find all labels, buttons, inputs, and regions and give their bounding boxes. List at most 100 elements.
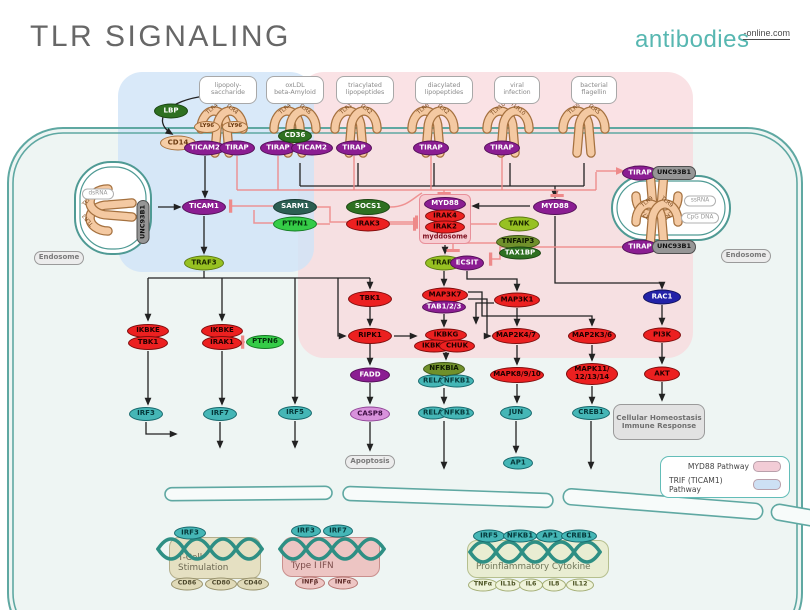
node-nfkbia: NFKBIA [423, 362, 465, 376]
node-fadd: FADD [350, 367, 390, 383]
node-ssrna: ssRNA [684, 195, 716, 207]
node-ripk1: RIPK1 [348, 328, 392, 344]
box-proinflammatory-cytokine: Proinflammatory Cytokine [467, 540, 609, 578]
node-tank: TANK [499, 216, 539, 232]
node-cd80: CD80 [205, 577, 237, 591]
node-mapk8-9-10: MAPK8/9/10 [490, 367, 544, 383]
node-casp8: CASP8 [350, 406, 390, 422]
node-irf3: IRF3 [129, 407, 163, 421]
node-tax1bp: TAX1BP [499, 246, 541, 260]
node-ap1: AP1 [503, 456, 533, 470]
legend-swatch-myd88 [753, 460, 781, 472]
ligand-lipopolysaccharide: lipopoly- saccharide [199, 76, 257, 104]
node-dsrna: dsRNA [82, 188, 114, 200]
node-irf5-nucleus: IRF5 [473, 529, 505, 543]
node-sarm1: SARM1 [273, 199, 317, 215]
label-endosome-right: Endosome [721, 249, 771, 263]
pathway-legend: MYD88 Pathway TRIF (TICAM1) Pathway [660, 456, 790, 498]
node-tirap-4: TIRAP [413, 140, 449, 156]
node-ap1-nucleus: AP1 [536, 529, 564, 543]
page-title: TLR SIGNALING [30, 20, 291, 53]
node-unc93b1-left: UNC93B1 [136, 200, 150, 244]
node-jun: JUN [500, 406, 532, 420]
label-myddosome: myddosome [422, 232, 468, 241]
node-irf7-ifn: IRF7 [323, 524, 353, 538]
node-tnfa: TNFα [468, 578, 498, 592]
node-cpg-dna: CpG DNA [681, 212, 719, 224]
ligand-bacterial-flagellin: bacterial flagellin [571, 76, 617, 104]
legend-row-myd88: MYD88 Pathway [669, 460, 781, 472]
node-cd86: CD86 [171, 577, 203, 591]
node-tbk1-2: TBK1 [348, 291, 392, 307]
signal-connectors [148, 163, 585, 279]
brand-logo-suffix: -online.com [743, 28, 790, 40]
node-tab123: TAB1/2/3 [422, 300, 466, 314]
node-pi3k: PI3K [643, 327, 681, 343]
node-ptpn1: PTPN1 [273, 216, 317, 232]
node-tbk1-1: TBK1 [128, 336, 168, 350]
label-endosome-left: Endosome [34, 251, 84, 265]
box-cellular-homeostasis: Cellular Homeostasis Immune Response [613, 404, 705, 440]
node-rac1: RAC1 [643, 289, 681, 305]
brand-logo: antibodies -online.com [635, 26, 790, 54]
box-type-i-ifn: Type I IFN [282, 537, 380, 577]
node-infa: INFα [328, 576, 358, 590]
node-unc93b1-endosome-bottom: UNC93B1 [652, 240, 696, 254]
node-irf5: IRF5 [278, 406, 312, 420]
node-il1b: IL1b [495, 578, 521, 592]
node-mapk11-12-13-14: MAPK11/ 12/13/14 [566, 363, 618, 385]
node-creb1: CREB1 [572, 406, 610, 420]
node-ticam2-2: TICAM2 [291, 140, 333, 156]
ligand-triacylated-lipopeptides: triacylated lipopeptides [336, 76, 394, 104]
node-ticam1: TICAM1 [182, 199, 226, 215]
node-tirap-1: TIRAP [219, 140, 255, 156]
node-cd36: CD36 [278, 129, 312, 143]
node-il6: IL6 [519, 578, 543, 592]
node-irak2: IRAK2 [425, 220, 465, 234]
node-map3k1: MAP3K1 [494, 292, 540, 308]
node-nfkb1-1: NFKB1 [440, 374, 474, 388]
ligand-viral-infection: viral infection [494, 76, 540, 104]
node-tirap-3: TIRAP [336, 140, 372, 156]
node-unc93b1-endosome-top: UNC93B1 [652, 166, 696, 180]
node-irf7: IRF7 [203, 407, 237, 421]
node-map2k4-7: MAP2K4/7 [492, 328, 540, 344]
legend-row-trif: TRIF (TICAM1) Pathway [669, 476, 781, 494]
node-myd88: MYD88 [533, 199, 577, 215]
node-cd40: CD40 [237, 577, 269, 591]
node-il12: IL12 [566, 578, 594, 592]
trif-pathway-region [118, 72, 314, 272]
node-creb1-nucleus: CREB1 [561, 529, 597, 543]
node-socs1: SOCS1 [346, 199, 390, 215]
cell-membrane-outline [7, 127, 803, 610]
node-irf3-nucleus: IRF3 [174, 526, 206, 540]
node-tirap-2: TIRAP [260, 140, 296, 156]
node-chuk: CHUK [439, 339, 475, 353]
node-akt: AKT [644, 366, 680, 382]
node-il8: IL8 [542, 578, 566, 592]
node-irak3: IRAK3 [346, 216, 390, 232]
node-nfkb1-2: NFKB1 [440, 406, 474, 420]
node-ecsit: ECSIT [450, 255, 484, 271]
label-apoptosis: Apoptosis [345, 455, 395, 469]
node-infb: INFβ [295, 576, 325, 590]
node-lbp: LBP [154, 103, 188, 119]
node-traf3: TRAF3 [184, 255, 224, 271]
node-irf3-ifn: IRF3 [291, 524, 321, 538]
node-ptpn6: PTPN6 [246, 335, 284, 349]
node-nfkb1-nucleus: NFKB1 [503, 529, 537, 543]
node-ly96-left: LY96 [194, 121, 220, 133]
legend-label-trif: TRIF (TICAM1) Pathway [669, 475, 723, 494]
box-tcell-stimulation: T-Cell Stimulation [169, 537, 261, 579]
legend-label-myd88: MYD88 Pathway [687, 461, 749, 471]
legend-swatch-trif [753, 479, 781, 490]
node-irak1: IRAK1 [202, 336, 242, 350]
